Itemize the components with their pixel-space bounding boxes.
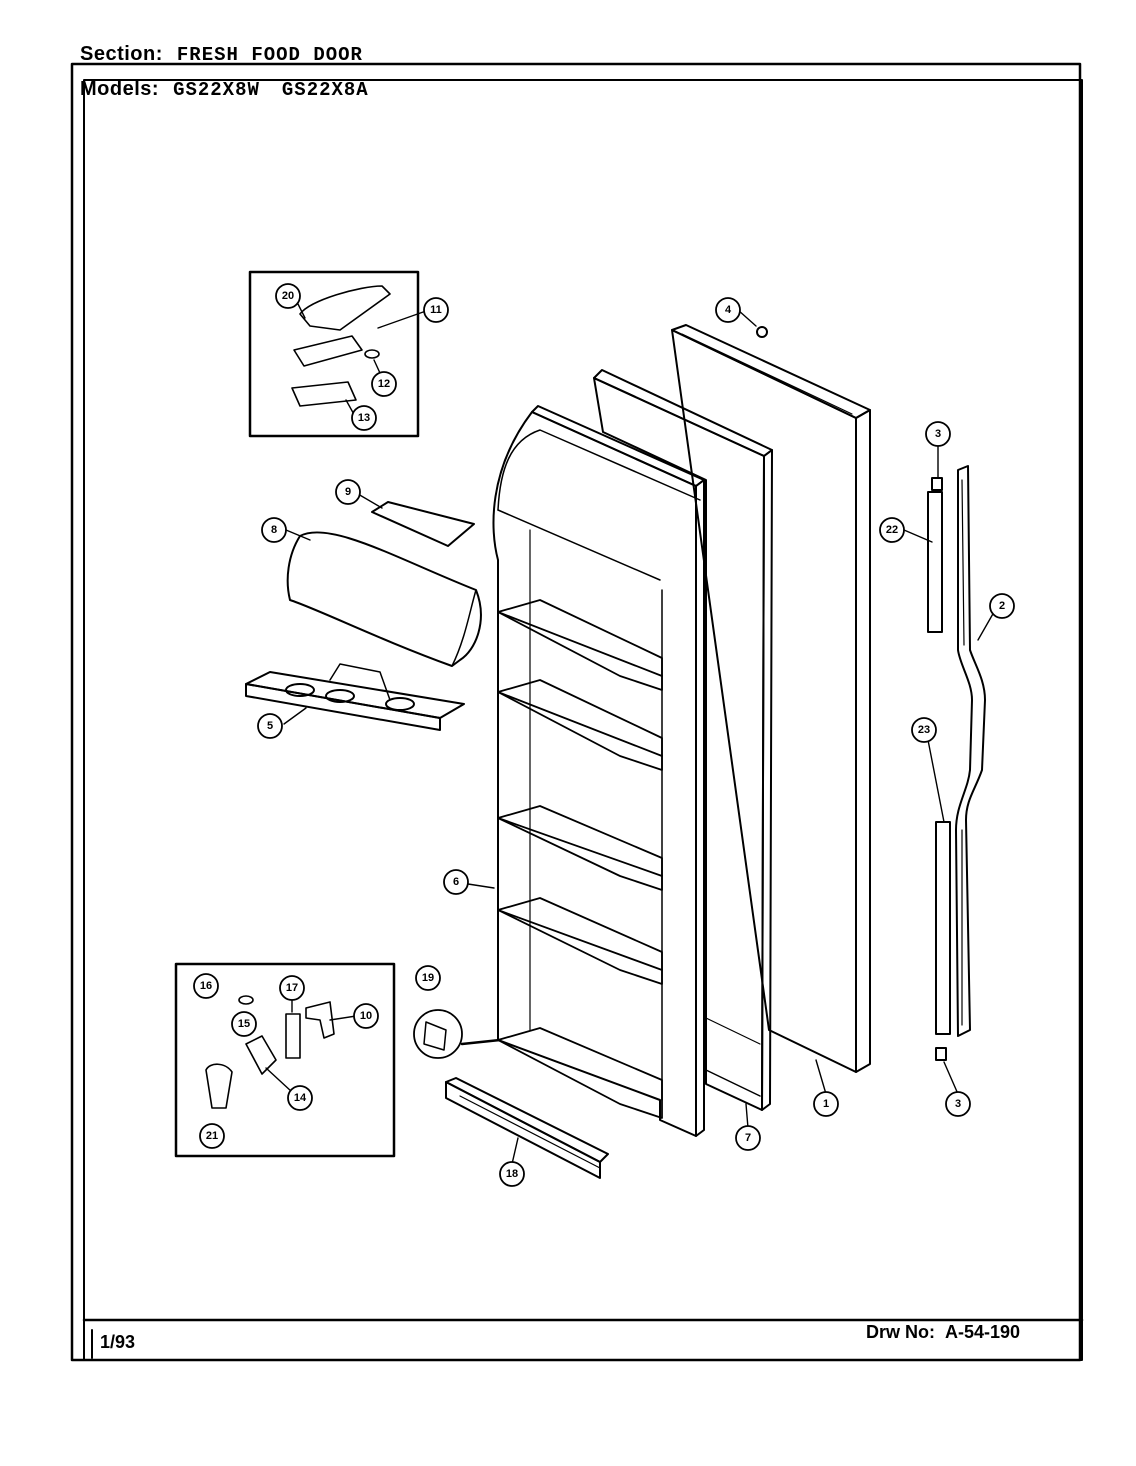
callout-10: 10	[360, 1010, 372, 1022]
bottom-trim	[445, 1077, 609, 1179]
section-value: FRESH FOOD DOOR	[176, 44, 363, 66]
hinge-parts	[291, 285, 391, 407]
outer-door-panel	[671, 324, 871, 1073]
callout-7: 7	[745, 1132, 751, 1144]
callout-12: 12	[378, 378, 390, 390]
drawing-date: 1/93	[100, 1332, 136, 1352]
callout-23: 23	[918, 724, 930, 736]
callout-4: 4	[725, 304, 732, 316]
callout-9: 9	[345, 486, 351, 498]
small-cover-part	[371, 501, 475, 547]
callout-14: 14	[294, 1092, 307, 1104]
door-liner	[492, 405, 705, 1137]
model-2: GS22X8A	[281, 79, 369, 101]
callout-17: 17	[286, 982, 298, 994]
hardware-parts	[205, 995, 335, 1109]
screw-part	[756, 326, 768, 338]
dairy-door-cover	[286, 531, 482, 667]
callout-6: 6	[453, 876, 459, 888]
models-line: Models: GS22X8W GS22X8A	[80, 78, 369, 101]
callout-11: 11	[430, 304, 442, 316]
drawing-number-label: Drw No:	[866, 1322, 935, 1342]
model-1: GS22X8W	[173, 79, 260, 101]
upper-handle-trim	[927, 491, 943, 633]
callout-16: 16	[200, 980, 212, 992]
models-label: Models:	[80, 78, 160, 100]
callout-20: 20	[282, 290, 294, 302]
callout-21: 21	[206, 1130, 218, 1142]
section-title: Section: FRESH FOOD DOOR	[80, 43, 363, 66]
lower-end-cap	[935, 1047, 947, 1061]
callout-5: 5	[267, 720, 273, 732]
callout-13: 13	[358, 412, 370, 424]
upper-end-cap	[931, 477, 943, 491]
door-handle	[955, 465, 986, 1037]
callout-8: 8	[271, 524, 277, 536]
callout-19: 19	[422, 972, 434, 984]
door-shelves	[497, 599, 663, 1119]
callout-circles	[193, 283, 1015, 1187]
hinge-inset-box	[248, 270, 420, 438]
callout-15: 15	[238, 1018, 250, 1030]
lower-handle-trim	[935, 821, 951, 1035]
callout-2: 2	[999, 600, 1005, 612]
callout-18: 18	[506, 1168, 518, 1180]
hardware-inset-box	[174, 962, 396, 1158]
title-block-frame	[83, 79, 1083, 1361]
section-label: Section:	[80, 43, 163, 65]
callout-3-upper: 3	[935, 428, 941, 440]
door-gasket-frame	[593, 369, 773, 1111]
clip-detail-circle	[413, 1009, 463, 1059]
egg-tray	[245, 663, 465, 731]
callout-3-lower: 3	[955, 1098, 961, 1110]
drawing-number: Drw No: A-54-190	[866, 1322, 1020, 1343]
callout-22: 22	[886, 524, 898, 536]
drawing-number-value: A-54-190	[945, 1322, 1021, 1342]
callout-1: 1	[823, 1098, 829, 1110]
